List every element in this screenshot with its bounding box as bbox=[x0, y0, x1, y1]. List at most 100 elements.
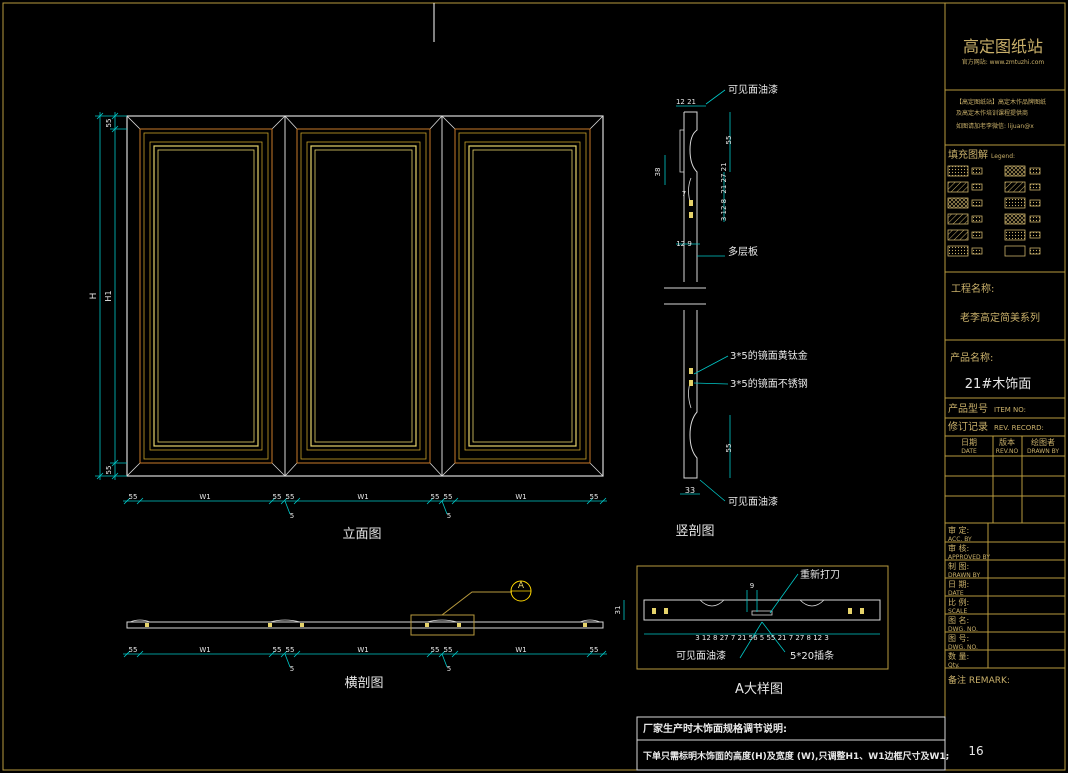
product-label: 产品名称: bbox=[950, 351, 993, 364]
notice-line-1: 【高定图纸站】高定木作品牌图纸 bbox=[956, 98, 1046, 106]
svg-text:55: 55 bbox=[444, 493, 453, 501]
revision-header: 日期 DATE 版本 REV.NO 绘图者 DRAWN BY bbox=[961, 437, 1059, 455]
svg-text:55: 55 bbox=[129, 646, 138, 654]
model-label: 产品型号 bbox=[948, 402, 988, 415]
dim-top: 55 bbox=[105, 119, 113, 128]
panel-3 bbox=[441, 115, 604, 477]
detail-a-view: 31 9 重新打刀 3 12 8 27 7 21 56 5 55 21 7 27… bbox=[614, 565, 889, 697]
title-block bbox=[944, 3, 1065, 770]
svg-text:3 12 8 27 7 21 56 5 55: 3 12 8 27 7 21 56 5 55 21 7 27 8 12 3 bbox=[695, 634, 829, 642]
product-name: 21#木饰面 bbox=[965, 377, 1031, 392]
svg-text:5: 5 bbox=[290, 665, 294, 673]
svg-text:W1: W1 bbox=[515, 646, 526, 654]
svg-text:审 核:: 审 核: bbox=[948, 543, 969, 553]
svg-text:5: 5 bbox=[447, 665, 451, 673]
svg-text:55: 55 bbox=[590, 493, 599, 501]
legend-swatches bbox=[947, 165, 1041, 257]
svg-text:55: 55 bbox=[431, 646, 440, 654]
page-number: 16 bbox=[968, 744, 983, 758]
svg-text:数 量:: 数 量: bbox=[948, 651, 969, 661]
svg-text:版本: 版本 bbox=[999, 437, 1015, 447]
svg-text:DATE: DATE bbox=[961, 448, 977, 455]
revision-label: 修订记录 bbox=[948, 420, 988, 433]
callout-detail-paint: 可见面油漆 bbox=[676, 649, 726, 662]
legend-title: 填充图解 bbox=[948, 148, 988, 161]
svg-text:55: 55 bbox=[725, 136, 733, 145]
horizontal-section-caption: 横剖图 bbox=[344, 676, 383, 691]
svg-text:图 号:: 图 号: bbox=[948, 634, 969, 643]
project-label: 工程名称: bbox=[951, 282, 994, 295]
svg-text:SCALE: SCALE bbox=[948, 608, 967, 615]
signature-rows: 审 定: ACC. BY 审 核: APPROVED BY 制 图: DRAWN… bbox=[948, 525, 990, 669]
callout-gold: 3*5的镜面黄钛金 bbox=[730, 349, 808, 362]
svg-text:DRAWN BY: DRAWN BY bbox=[1027, 448, 1059, 455]
model-en: ITEM NO: bbox=[994, 406, 1026, 414]
svg-text:55: 55 bbox=[129, 493, 138, 501]
svg-text:55: 55 bbox=[725, 444, 733, 453]
svg-text:33: 33 bbox=[685, 486, 695, 495]
detail-caption: A大样图 bbox=[735, 682, 783, 697]
legend-en: Legend: bbox=[991, 153, 1015, 160]
dim-inner-height: H1 bbox=[104, 290, 113, 301]
vertical-section-caption: 竖剖图 bbox=[675, 524, 714, 539]
svg-text:55: 55 bbox=[444, 646, 453, 654]
svg-text:ACC. BY: ACC. BY bbox=[948, 536, 972, 543]
svg-text:审 定:: 审 定: bbox=[948, 525, 969, 535]
callout-steel: 3*5的镜面不锈钢 bbox=[730, 377, 808, 390]
elevation-outline bbox=[126, 115, 604, 477]
svg-text:7: 7 bbox=[682, 190, 686, 198]
revision-en: REV. RECORD: bbox=[994, 424, 1044, 432]
svg-text:DWG. NO.: DWG. NO. bbox=[948, 626, 978, 633]
callout-strip: 5*20插条 bbox=[790, 649, 834, 662]
remark-label: 备注 REMARK: bbox=[948, 674, 1010, 686]
svg-text:55: 55 bbox=[273, 493, 282, 501]
project-name: 老李高定简美系列 bbox=[960, 311, 1040, 324]
svg-text:Qty.: Qty. bbox=[948, 662, 960, 669]
panel-2 bbox=[284, 115, 443, 477]
svg-text:55: 55 bbox=[431, 493, 440, 501]
svg-text:DRAWN BY: DRAWN BY bbox=[948, 572, 980, 579]
panel-1 bbox=[126, 115, 286, 477]
elevation-caption: 立面图 bbox=[342, 527, 381, 542]
brand-website: 官方网站: www.zmtuzhi.com bbox=[962, 58, 1045, 66]
svg-text:55: 55 bbox=[273, 646, 282, 654]
svg-text:55: 55 bbox=[286, 646, 295, 654]
callout-paint-bottom: 可见面油漆 bbox=[728, 495, 778, 508]
detail-marker: A bbox=[518, 581, 525, 591]
svg-text:制 图:: 制 图: bbox=[948, 561, 969, 571]
vertical-section-view: 12 21 55 38 21 27 21 7 3 12 8 12 9 55 33… bbox=[654, 83, 808, 539]
notice-line-2: 及高定木作培训课程提供商 bbox=[956, 109, 1028, 117]
svg-text:DATE: DATE bbox=[948, 590, 964, 597]
callout-plywood: 多层板 bbox=[728, 245, 758, 258]
svg-text:W1: W1 bbox=[199, 646, 210, 654]
dim-bottom: 55 bbox=[105, 466, 113, 475]
svg-text:55: 55 bbox=[286, 493, 295, 501]
svg-text:W1: W1 bbox=[199, 493, 210, 501]
svg-text:W1: W1 bbox=[357, 646, 368, 654]
svg-text:55: 55 bbox=[590, 646, 599, 654]
brand-name: 高定图纸站 bbox=[963, 37, 1043, 56]
svg-text:REV.NO: REV.NO bbox=[996, 448, 1019, 455]
svg-text:3 12 8: 3 12 8 bbox=[720, 199, 728, 221]
svg-text:9: 9 bbox=[750, 582, 754, 590]
svg-text:31: 31 bbox=[614, 606, 622, 615]
notice-line-3: 如图请加老李微信: lijuan@x bbox=[956, 122, 1034, 130]
svg-text:比 例:: 比 例: bbox=[948, 597, 969, 607]
elevation-vertical-dims bbox=[95, 112, 127, 480]
svg-text:绘图者: 绘图者 bbox=[1031, 437, 1055, 447]
callout-re-cut: 重新打刀 bbox=[800, 568, 840, 581]
svg-text:W1: W1 bbox=[357, 493, 368, 501]
elevation-horizontal-dims bbox=[123, 497, 607, 515]
svg-text:12 21: 12 21 bbox=[676, 98, 696, 106]
elevation-view: H H1 55 55 55 W1 55 55 W1 55 55 W1 55 5 … bbox=[89, 112, 607, 542]
svg-text:W1: W1 bbox=[515, 493, 526, 501]
callout-paint-top: 可见面油漆 bbox=[728, 83, 778, 96]
svg-text:日期: 日期 bbox=[961, 438, 977, 447]
svg-text:5: 5 bbox=[447, 512, 451, 520]
dim-height: H bbox=[89, 293, 99, 300]
notes-title: 厂家生产时木饰面规格调节说明: bbox=[643, 722, 787, 735]
svg-text:日 期:: 日 期: bbox=[948, 580, 969, 589]
notes-body: 下单只需标明木饰面的高度(H)及宽度 (W),只调整H1、W1边框尺寸及W1; bbox=[643, 750, 949, 762]
